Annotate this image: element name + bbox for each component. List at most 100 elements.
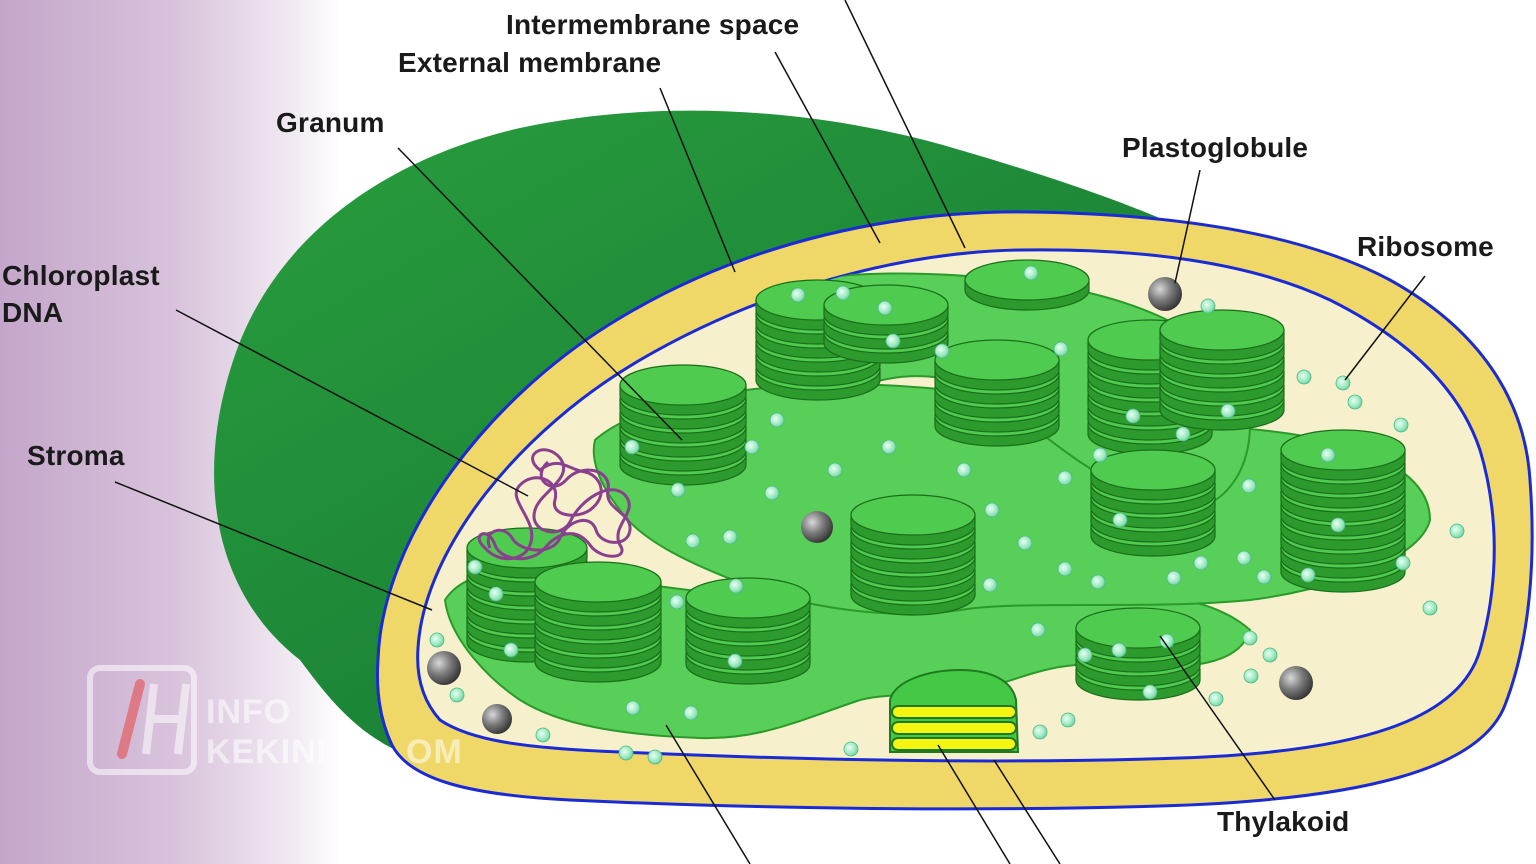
ribosome: [1243, 668, 1259, 684]
ribosome: [790, 287, 806, 303]
label-chloroplast-dna-line2: DNA: [2, 297, 64, 328]
ribosome: [618, 745, 634, 761]
label-intermembrane-space: Intermembrane space: [506, 9, 800, 40]
ribosome: [885, 333, 901, 349]
ribosome: [1057, 561, 1073, 577]
ribosome: [467, 559, 483, 575]
leader-ribosome: [1344, 275, 1426, 381]
ribosome: [1193, 555, 1209, 571]
ribosome: [1236, 550, 1252, 566]
ribosome: [1449, 523, 1465, 539]
ribosome: [1256, 569, 1272, 585]
ribosomes-group: [429, 265, 1465, 765]
plastoglobule-right: [1279, 666, 1313, 700]
ribosome: [1320, 447, 1336, 463]
granum-stack: [1090, 449, 1216, 557]
ribosome: [1017, 535, 1033, 551]
thylakoid-disc: [1090, 449, 1216, 491]
thylakoid-disc: [619, 364, 747, 406]
ribosome: [1111, 642, 1127, 658]
leader-stroma: [114, 481, 433, 611]
ribosome: [722, 529, 738, 545]
granum-stack: [964, 259, 1090, 311]
ribosome: [1262, 647, 1278, 663]
watermark: INFO KEKINI OM: [86, 664, 486, 776]
ribosome: [1092, 447, 1108, 463]
ribosome: [1142, 684, 1158, 700]
ribosome: [1335, 375, 1351, 391]
leader-intermembrane: [774, 51, 881, 244]
ribosome: [1159, 633, 1175, 649]
ribosome: [1166, 570, 1182, 586]
ribosome: [1242, 630, 1258, 646]
leader-external-membrane: [659, 87, 736, 273]
plastoglobule-left-1: [427, 651, 461, 685]
granum-stack: [1159, 309, 1285, 431]
ribosome: [429, 632, 445, 648]
watermark-logo-icon: [87, 665, 197, 775]
thylakoid-disc: [1280, 429, 1406, 471]
ribosome: [449, 687, 465, 703]
label-chloroplast-dna-line1: Chloroplast: [2, 260, 160, 291]
ribosome: [877, 300, 893, 316]
ribosome: [1053, 341, 1069, 357]
ribosome: [881, 439, 897, 455]
ribosome: [1220, 403, 1236, 419]
label-granum: Granum: [276, 107, 385, 138]
label-stroma: Stroma: [27, 440, 125, 471]
granum-stack: [1075, 607, 1201, 701]
ribosome: [843, 741, 859, 757]
ribosome: [1023, 265, 1039, 281]
granum-stack: [534, 561, 662, 683]
granum-stack: [823, 284, 949, 364]
ribosome: [670, 482, 686, 498]
ribosome: [1077, 647, 1093, 663]
ribosome: [727, 653, 743, 669]
plastoglobule-center: [801, 511, 833, 543]
ribosome: [1300, 567, 1316, 583]
ribosome: [1395, 555, 1411, 571]
ribosome: [769, 412, 785, 428]
ribosome: [1125, 408, 1141, 424]
label-ribosome: Ribosome: [1357, 231, 1494, 262]
ribosome: [535, 727, 551, 743]
ribosome: [982, 577, 998, 593]
leader-thylakoid-membrane: [993, 759, 1061, 864]
thylakoid-disc: [850, 494, 976, 536]
granum-stack: [1280, 429, 1406, 593]
granum-stack: [619, 364, 747, 486]
ribosome: [685, 533, 701, 549]
ribosome: [1208, 691, 1224, 707]
thylakoid-cross-section: [889, 668, 1020, 753]
ribosome: [669, 594, 685, 610]
ribosome: [764, 485, 780, 501]
granum-stack: [850, 494, 976, 616]
leader-granum: [397, 147, 683, 441]
ribosome: [1241, 478, 1257, 494]
thylakoid-disc: [1075, 607, 1201, 649]
ribosome: [1422, 600, 1438, 616]
ribosome: [1060, 712, 1076, 728]
leader-plastoglobule: [1174, 169, 1201, 284]
ribosome: [1090, 574, 1106, 590]
label-thylakoid: Thylakoid: [1217, 806, 1350, 837]
chloroplast-dna-strand-2: [486, 460, 632, 552]
ribosome: [624, 439, 640, 455]
plastoglobule-left-2: [482, 704, 512, 734]
label-external-membrane: External membrane: [398, 47, 662, 78]
granum-stack: [685, 577, 811, 685]
ribosome: [827, 462, 843, 478]
thylakoid-disc: [534, 561, 662, 603]
ribosome: [984, 502, 1000, 518]
ribosome: [728, 578, 744, 594]
ribosome: [1032, 724, 1048, 740]
ribosome: [1030, 622, 1046, 638]
leader-dna: [175, 309, 529, 497]
ribosome: [956, 462, 972, 478]
leader-lines: [114, 0, 1426, 864]
ribosome: [1175, 426, 1191, 442]
ribosome: [1296, 369, 1312, 385]
plastoglobule-top: [1148, 277, 1182, 311]
ribosome: [1347, 394, 1363, 410]
